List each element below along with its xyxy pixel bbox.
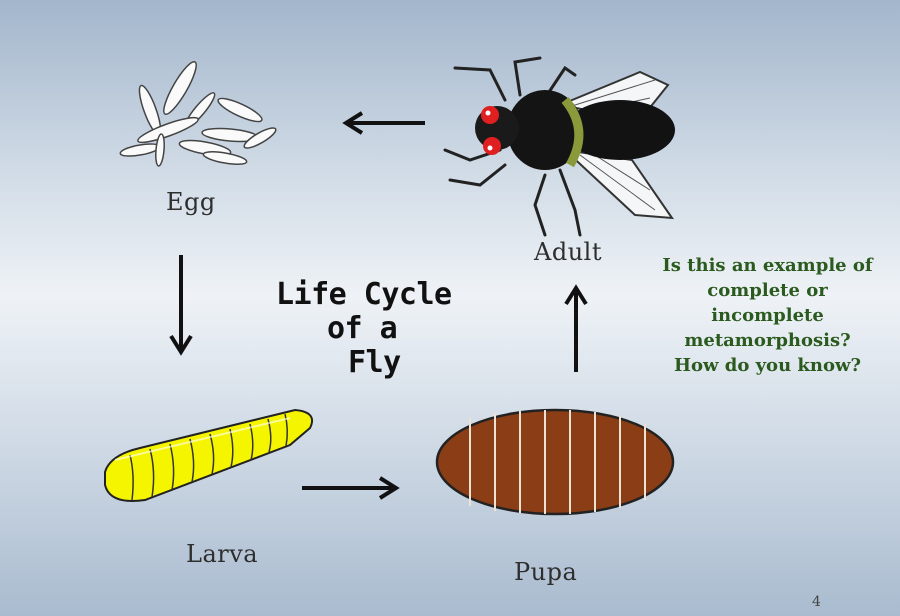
- question-line: Is this an example of: [662, 255, 873, 276]
- question-line: metamorphosis?: [684, 330, 851, 351]
- arrow-adult-to-egg: [342, 111, 425, 135]
- question-text: Is this an example of complete or incomp…: [655, 253, 880, 378]
- pupa-illustration: [435, 408, 675, 516]
- diagram-title-line-1: Life Cycle: [276, 277, 452, 312]
- diagram-title-line-3: Fly: [348, 345, 401, 380]
- adult-fly-illustration: [443, 56, 675, 237]
- stage-label-pupa: Pupa: [514, 558, 578, 586]
- arrow-egg-to-larva: [169, 255, 193, 356]
- stage-label-adult: Adult: [534, 238, 602, 266]
- arrow-larva-to-pupa: [302, 476, 400, 500]
- eggs-illustration: [119, 61, 277, 167]
- larva-illustration: [104, 408, 314, 502]
- arrow-pupa-to-adult: [564, 284, 588, 372]
- diagram-title-line-2: of a: [327, 311, 398, 346]
- arrows: [169, 111, 588, 500]
- stage-label-larva: Larva: [186, 540, 259, 568]
- question-line: incomplete: [711, 305, 824, 326]
- page-number: 4: [812, 594, 821, 610]
- question-line: complete or: [707, 280, 828, 301]
- stage-label-egg: Egg: [166, 188, 216, 216]
- question-line: How do you know?: [673, 355, 862, 376]
